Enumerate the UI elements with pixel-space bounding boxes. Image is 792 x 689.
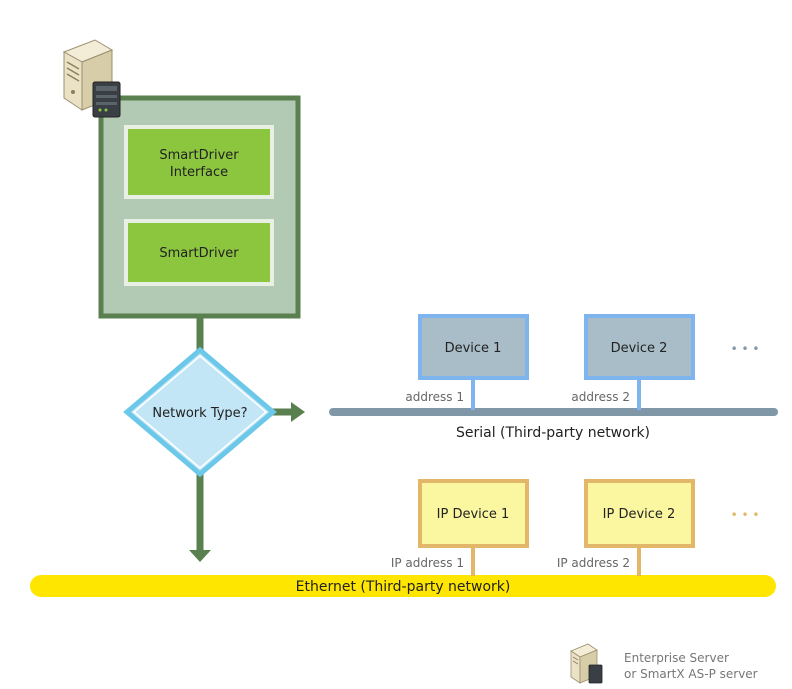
arrow-right-to-serial: [291, 402, 305, 422]
serial-more-devices-ellipsis: • • •: [731, 342, 760, 356]
network-type-label: Network Type?: [152, 406, 247, 421]
legend-line1: Enterprise Server: [624, 651, 729, 665]
serial-device-2-label: Device 2: [611, 341, 668, 356]
serial-device-1-label: Device 1: [445, 341, 502, 356]
legend-line2: or SmartX AS-P server: [624, 667, 758, 681]
serial-device-1-address: address 1: [405, 390, 464, 404]
network-type-decision-inner-border: [132, 355, 268, 469]
legend-server-icon: [570, 643, 603, 684]
smartdriver-label: SmartDriver: [159, 246, 239, 261]
serial-device-2: [584, 314, 695, 380]
ip-device-1-address: IP address 1: [391, 556, 464, 570]
server-icon: [62, 39, 121, 118]
ip-device-1-label: IP Device 1: [437, 507, 510, 522]
serial-network-label: Serial (Third-party network): [456, 425, 650, 441]
serial-device-2-address: address 2: [571, 390, 630, 404]
ip-device-2: [584, 479, 695, 548]
smartdriver-interface-module: [124, 125, 274, 199]
smartdriver-interface-label-line1: SmartDriver: [159, 148, 239, 163]
ethernet-network-label: Ethernet (Third-party network): [296, 579, 511, 595]
ip-device-1: [418, 479, 529, 548]
ip-more-devices-ellipsis: • • •: [731, 508, 760, 522]
ip-device-2-address: IP address 2: [557, 556, 630, 570]
network-type-decision: [123, 346, 277, 478]
ethernet-bus: [30, 575, 776, 597]
smartdriver-interface-label-line2: Interface: [170, 165, 228, 180]
serial-device-1: [418, 314, 529, 380]
smartdriver-module: [124, 219, 274, 286]
arrow-down-to-ethernet: [189, 550, 211, 562]
ip-device-2-label: IP Device 2: [603, 507, 676, 522]
